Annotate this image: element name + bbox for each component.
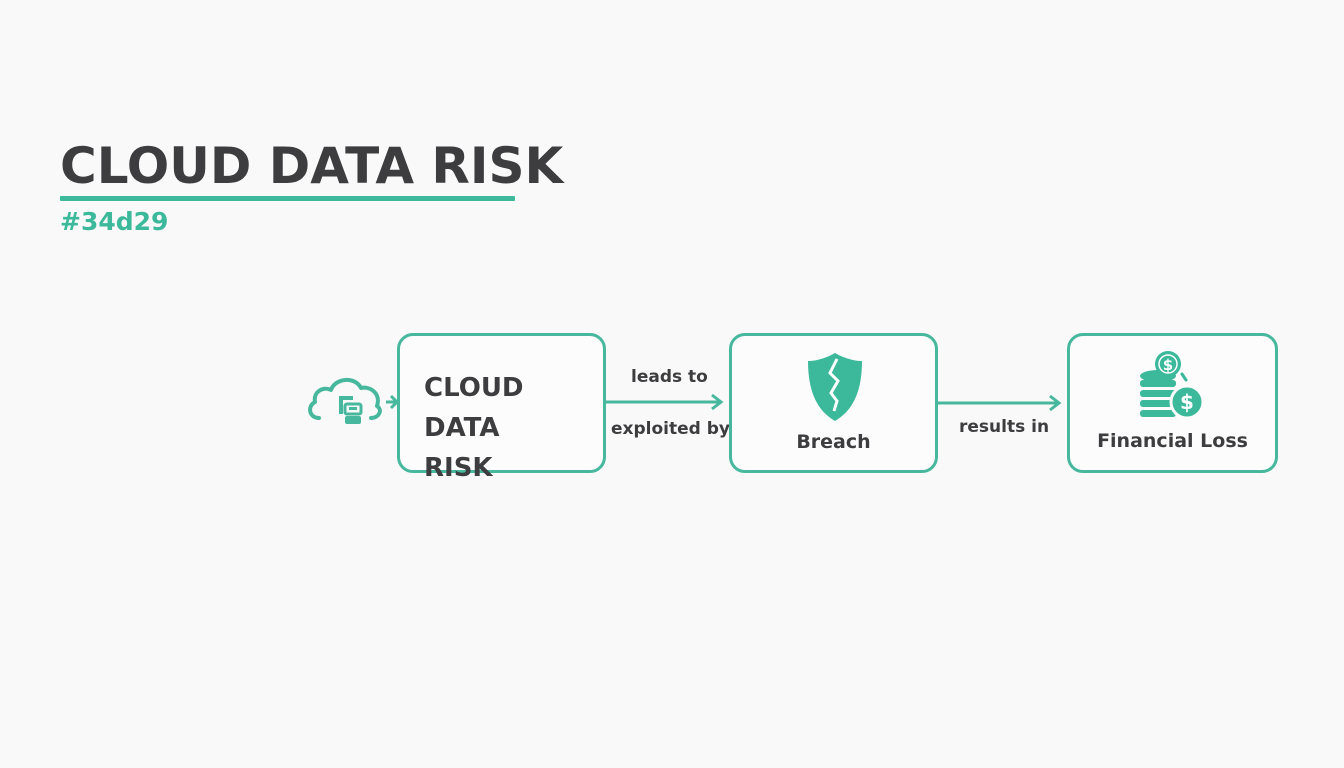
edge-label-results-in: results in xyxy=(959,417,1050,437)
node-cloud-data-risk[interactable]: CLOUD DATA RISK xyxy=(397,333,606,483)
node-breach[interactable]: Breach xyxy=(729,333,938,473)
page-title: CLOUD DATA RISK xyxy=(60,137,564,195)
svg-text:$: $ xyxy=(1163,356,1173,374)
page-subtitle: #34d29 xyxy=(60,207,169,236)
cracked-shield-icon xyxy=(808,353,862,421)
node-label: CLOUD DATA RISK xyxy=(424,373,524,483)
coins-dollar-icon: $ $ xyxy=(1140,351,1205,420)
node-label: Breach xyxy=(796,431,871,453)
edge-n1-to-n2 xyxy=(606,393,724,411)
edge-label-exploited-by: exploited by xyxy=(611,419,730,439)
node-label: Financial Loss xyxy=(1097,430,1248,452)
edge-n2-to-n3 xyxy=(938,394,1062,412)
svg-text:$: $ xyxy=(1180,390,1194,414)
cloud-database-icon xyxy=(308,378,382,424)
title-underline xyxy=(60,196,515,201)
node-financial-loss[interactable]: $ $ Financial Loss xyxy=(1067,333,1278,473)
edge-label-leads-to: leads to xyxy=(631,367,708,387)
